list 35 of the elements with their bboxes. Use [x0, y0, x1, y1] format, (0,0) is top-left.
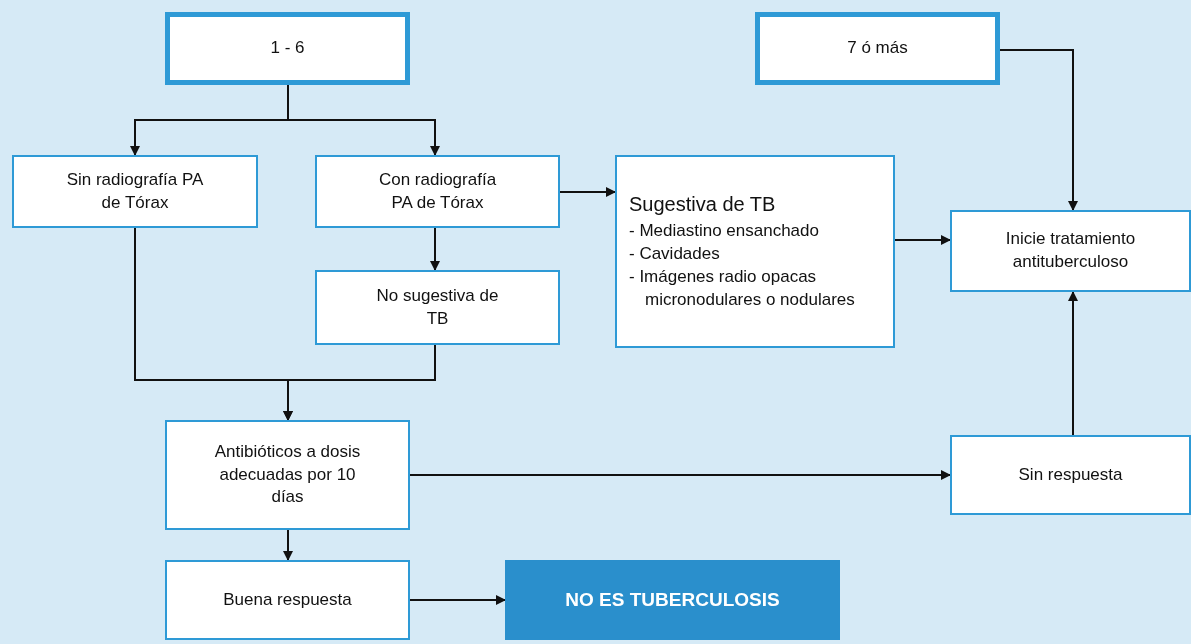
process-box	[315, 270, 560, 345]
arrow	[430, 227, 440, 271]
box-text: Buena respuesta	[223, 588, 352, 611]
list-item: - Mediastino ensanchado	[629, 220, 819, 243]
process-box	[315, 155, 560, 228]
arrow	[283, 529, 293, 561]
arrow	[283, 344, 436, 421]
arrow	[894, 235, 951, 245]
list-item: - Imágenes radio opacas micronodulares o nodulares	[629, 266, 856, 311]
category-box	[755, 12, 1000, 85]
process-box	[12, 155, 258, 228]
process-box	[165, 560, 410, 640]
arrow	[409, 595, 506, 605]
box-text: Sin respuesta	[1018, 463, 1123, 486]
category-box	[165, 12, 410, 85]
process-box	[950, 435, 1191, 515]
process-box	[165, 420, 410, 530]
arrow	[287, 84, 440, 156]
box-heading: Sugestiva de TB	[629, 192, 776, 218]
arrow	[1068, 291, 1078, 436]
finding-box	[615, 155, 895, 348]
box-text: 1 - 6	[270, 37, 305, 60]
box-text: No sugestiva de TB	[375, 284, 500, 330]
box-text: Antibióticos a dosis adecuadas por 10 días	[213, 440, 362, 509]
box-text: Inicie tratamiento antituberculoso	[1004, 228, 1137, 273]
box-text: Sin radiografía PA de Tórax	[66, 168, 204, 214]
box-text: 7 ó más	[847, 37, 908, 60]
arrow	[999, 49, 1078, 211]
result-box	[505, 560, 840, 640]
arrow	[559, 187, 616, 197]
list-item: - Cavidades	[629, 243, 721, 266]
box-text: Con radiografía PA de Tórax	[377, 168, 498, 214]
box-text: NO ES TUBERCULOSIS	[565, 588, 780, 613]
arrow	[409, 470, 951, 480]
process-box	[950, 210, 1191, 292]
